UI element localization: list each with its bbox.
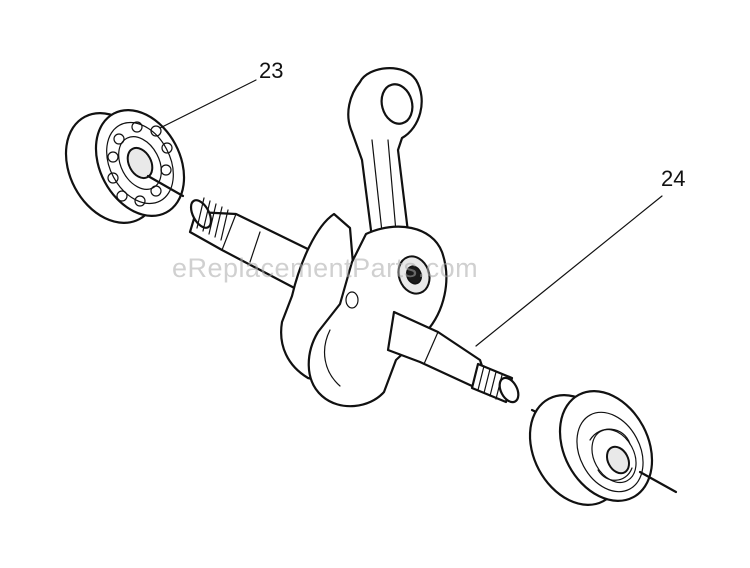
leader-line-24 (475, 195, 663, 347)
left-shaft (188, 197, 320, 294)
leader-line-23 (159, 79, 257, 129)
watermark: eReplacementParts.com (172, 253, 479, 283)
callout-24: 24 (661, 166, 686, 191)
left-thread (196, 197, 229, 241)
right-thread (477, 365, 503, 400)
right-shaft (386, 310, 520, 404)
left-bearing (64, 109, 186, 224)
connecting-rod (347, 67, 423, 240)
callout-23: 23 (259, 58, 284, 83)
crank-webs (280, 212, 448, 408)
right-bearing (528, 390, 678, 506)
bearing-balls (107, 121, 173, 207)
